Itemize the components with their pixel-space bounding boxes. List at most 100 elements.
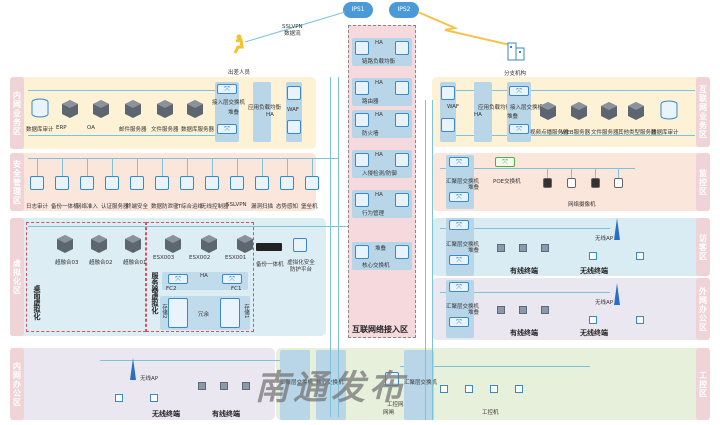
esxi-host-icon: [199, 233, 219, 253]
security-device-icon: [255, 176, 269, 190]
wired-terminal-icon: [519, 306, 527, 314]
poe-label: POE交换机: [493, 179, 521, 185]
cameras-label: 网络摄像机: [568, 202, 596, 208]
guest-stack-label: 堆叠: [468, 248, 480, 254]
industrial-gateway-icon: [385, 372, 399, 386]
agg-switch-icon: ⤧: [449, 157, 469, 167]
core-device-icon: [395, 153, 409, 167]
core-ha-label: HA: [375, 152, 383, 158]
connector-line: [87, 158, 88, 176]
traveler-icon: [232, 34, 244, 54]
esxi-label: ESX001: [225, 255, 247, 261]
core-device-icon: [395, 81, 409, 95]
zone-label-industrial: 工控区: [696, 348, 710, 420]
ext-wireless-label: 无线终端: [580, 329, 608, 337]
wired-terminal-icon: [242, 382, 250, 390]
wired-terminal-icon: [220, 382, 228, 390]
agg-switch-icon: ⤧: [449, 192, 469, 202]
virt-security-icon: [293, 238, 307, 252]
zone-label-internet-business: 互联网业务区: [696, 77, 710, 147]
zone-label-security-mgmt: 安全管理区: [10, 153, 24, 211]
core-ha-label: HA: [375, 40, 383, 46]
ib-stack-label: 堆叠: [228, 110, 240, 116]
security-device-label: 态势感知: [276, 204, 299, 210]
security-device-label: SSLVPN: [226, 202, 247, 208]
ib-load-balancer-box: [253, 82, 271, 142]
zone-industrial: [276, 348, 710, 420]
connector-line: [37, 158, 38, 176]
wired-terminal-icon: [519, 244, 527, 252]
wireless-terminal-icon: [115, 394, 123, 402]
esxi-host-icon: [235, 233, 255, 253]
guest-ap-label: 无线AP: [595, 236, 614, 242]
security-device-icon: [80, 176, 94, 190]
security-device-icon: [305, 176, 319, 190]
connector-line: [618, 168, 619, 178]
server-label: WEB服务器: [561, 130, 591, 136]
industrial-pc-icon: [440, 385, 448, 393]
connector-line: [162, 158, 163, 176]
core-device-icon: [355, 81, 369, 95]
core-ha-label: 堆叠: [375, 246, 387, 252]
esxi-label: ESX002: [189, 255, 211, 261]
security-device-icon: [280, 176, 294, 190]
security-device-label: 备份一体机: [51, 204, 79, 210]
core-device-icon: [355, 245, 369, 259]
access-switch-icon: ⤧: [509, 86, 529, 96]
core-device-icon: [355, 153, 369, 167]
inet-lb-box: [474, 82, 492, 142]
wireless-ap-icon: [614, 283, 620, 305]
server-icon: [599, 100, 619, 120]
connector-line: [212, 158, 213, 176]
core-device-icon: [355, 41, 369, 55]
core-group-label: 入侵检测/防御: [362, 171, 397, 177]
network-camera-icon: [567, 178, 576, 188]
ib-load-balancer-label: 应用负载均衡: [248, 105, 282, 111]
security-device-label: 认证服务器: [101, 204, 129, 210]
ext-wired-label: 有线终端: [510, 329, 538, 337]
io-ap-label: 无线AP: [140, 376, 159, 382]
ips1-cloud: IPS1: [343, 2, 373, 18]
storage-2-label: 存储2: [161, 304, 167, 319]
ips2-cloud: IPS2: [389, 2, 419, 18]
core-ha-label: HA: [375, 112, 383, 118]
security-device-label: 日志审计: [26, 204, 49, 210]
zone-guest: [432, 218, 710, 276]
zone-core-access: [348, 25, 416, 338]
redundancy-label: 冗余: [198, 312, 210, 318]
connector-line: [287, 158, 288, 176]
io-agg-label: 汇聚层交换机: [280, 380, 314, 386]
wired-terminal-icon: [541, 244, 549, 252]
ext-ap-label: 无线AP: [595, 300, 614, 306]
fc1-switch-icon: ⤧: [222, 274, 242, 284]
core-ha-label: HA: [375, 192, 383, 198]
waf-shield-icon: [441, 86, 455, 100]
connector-line: [262, 158, 263, 176]
access-switch-icon: ⤧: [509, 124, 529, 134]
ib-ha-label: HA: [266, 112, 274, 118]
server-virt-box: [146, 222, 254, 332]
wireless-terminal-icon: [589, 316, 597, 324]
hyperconverged-label: 超融合02: [89, 260, 113, 266]
industrial-machines-label: 工控机: [482, 410, 499, 416]
wired-terminal-icon: [497, 244, 505, 252]
hyperconverged-label: 超融合01: [123, 260, 147, 266]
core-ha-label: HA: [375, 80, 383, 86]
wired-terminal-icon: [198, 382, 206, 390]
top-links: [244, 11, 511, 46]
server-label: 文件服务器: [151, 127, 179, 133]
server-label: 数据库审计: [651, 130, 679, 136]
agg-switch-icon: ⤧: [449, 317, 469, 327]
fc1-label: FC1: [231, 286, 242, 292]
security-device-icon: [105, 176, 119, 190]
hyperconverged-node-icon: [89, 233, 109, 253]
io-core-label: 核心交换机: [316, 378, 344, 386]
server-label: 视频点播服务器: [530, 130, 569, 136]
inet-stack-label: 堆叠: [507, 114, 519, 120]
server-label: 其他类型服务器: [618, 130, 657, 136]
desktop-virt-label: 桌面虚拟化: [33, 285, 41, 320]
database-audit-icon: [659, 100, 679, 120]
server-label: 文件服务器: [591, 130, 619, 136]
branch-label: 分支机构: [504, 71, 527, 77]
